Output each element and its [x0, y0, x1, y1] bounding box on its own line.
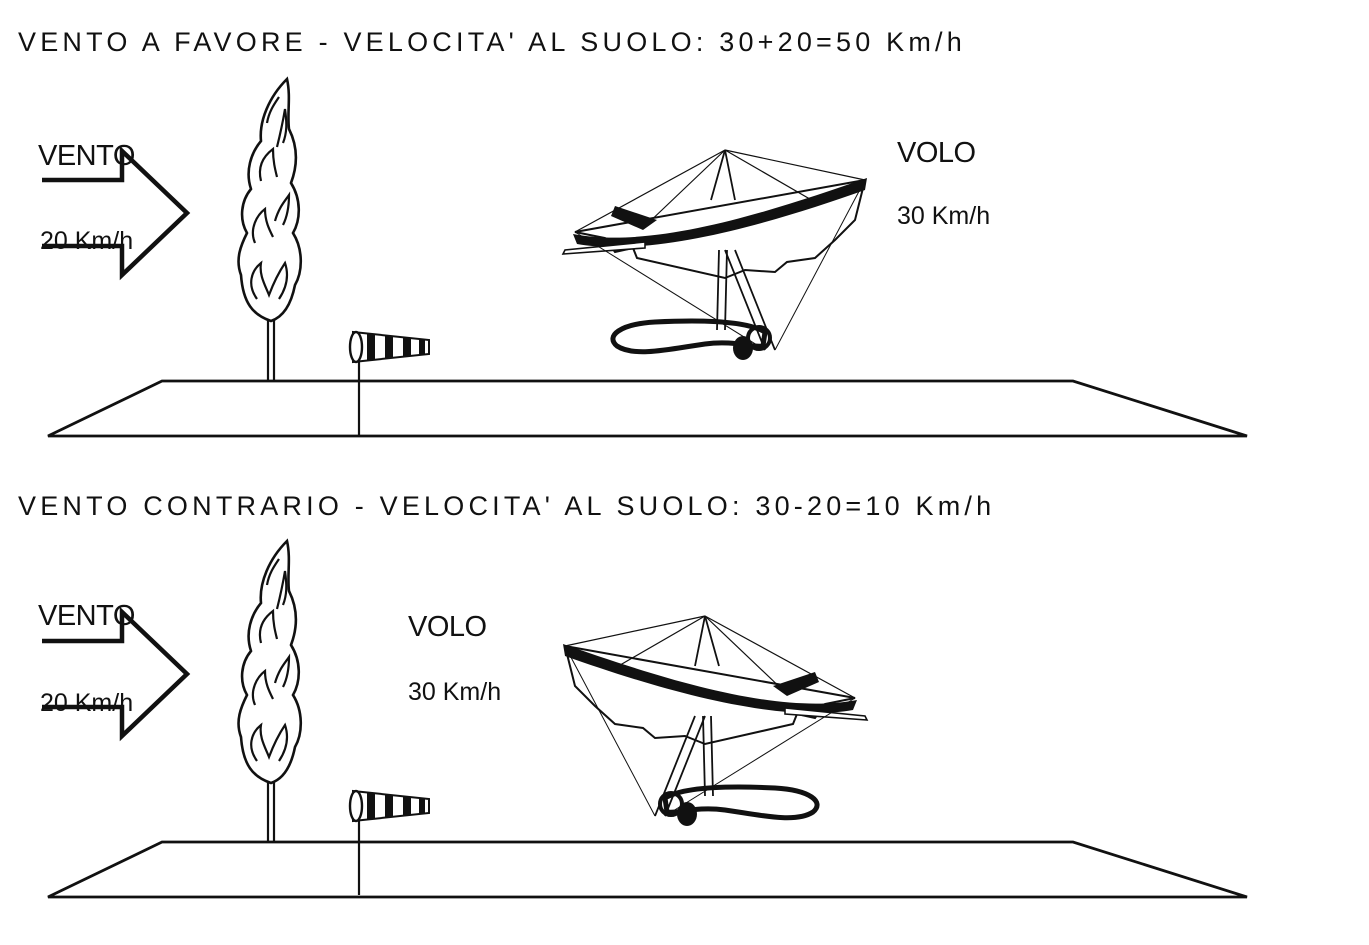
- panel-1-flight-speed: 30 Km/h: [897, 202, 991, 230]
- panel-2-wind-label: VENTO: [38, 600, 135, 632]
- panel-2-flight-speed: 30 Km/h: [408, 678, 502, 706]
- panel-2-glider-icon: [563, 616, 867, 826]
- panel-2-flight-label: VOLO: [408, 611, 487, 643]
- panel-2-heading: VENTO CONTRARIO - VELOCITA' AL SUOLO: 30…: [18, 491, 996, 521]
- panel-1-flight-label: VOLO: [897, 137, 976, 169]
- panel-2-wind-speed: 20 Km/h: [40, 689, 134, 717]
- panel-1-glider-icon: [563, 150, 867, 360]
- panel-1-wind-speed: 20 Km/h: [40, 227, 134, 255]
- panel-1-wind-arrow-icon: [42, 151, 187, 275]
- panel-1-heading: VENTO A FAVORE - VELOCITA' AL SUOLO: 30+…: [18, 27, 966, 57]
- panel-2-wind-arrow-icon: [42, 612, 187, 736]
- panel-1-tree-icon: [237, 77, 303, 383]
- panel-2-tree-icon: [237, 539, 303, 845]
- panel-1-wind-label: VENTO: [38, 140, 135, 172]
- panel-1-ground: [46, 379, 1249, 438]
- panel-2-ground: [46, 840, 1249, 899]
